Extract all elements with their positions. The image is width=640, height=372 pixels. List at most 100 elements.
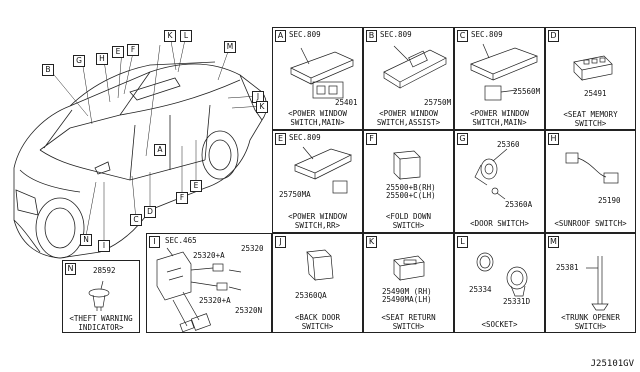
power-window-switch-main-drawing: [290, 47, 354, 99]
caption-line-2: SWITCH,ASSIST>: [376, 118, 441, 127]
section-ref: SEC.465: [165, 236, 197, 245]
cell-g: G 25360 25360A <DOOR SWITCH>: [454, 130, 545, 233]
part-number: 25491: [584, 89, 607, 98]
theft-warning-indicator-drawing: [88, 280, 110, 311]
caption-line-2: SWITCH>: [574, 119, 607, 128]
socket-drawing: [476, 252, 528, 297]
part-number: 28592: [93, 266, 116, 275]
cell-letter: D: [548, 30, 559, 42]
cell-a: A SEC.809 25401 <POWER WINDOW SWITCH,MAI…: [272, 27, 363, 130]
caption-line-2: SWITCH>: [301, 322, 334, 331]
part-number: 25381: [556, 263, 579, 272]
cell-b: B SEC.809 25750M <POWER WINDOW SWITCH,AS…: [363, 27, 454, 130]
cell-letter: M: [548, 236, 559, 248]
caption-line-1: <SUNROOF SWITCH>: [554, 219, 627, 228]
cell-letter: G: [457, 133, 468, 145]
part-number: 25190: [598, 196, 621, 205]
overview-callout-d: D: [144, 206, 156, 218]
overview-callout-m: M: [224, 41, 236, 53]
caption-line-1: <DOOR SWITCH>: [470, 219, 529, 228]
part-number: 25320: [241, 244, 264, 253]
cell-i: I SEC.465 25320 25320+A 25320+A 25320N: [146, 233, 272, 333]
cell-letter: N: [65, 263, 76, 275]
part-number: 25320+A: [193, 251, 225, 260]
section-ref: SEC.809: [471, 30, 503, 39]
overview-callout-l: L: [180, 30, 192, 42]
part-number: 25320+A: [199, 296, 231, 305]
cell-n: N 28592 <THEFT WARNING INDICATOR>: [62, 260, 140, 333]
caption-line-2: INDICATOR>: [78, 323, 124, 332]
caption-line-1: <TRUNK OPENER: [561, 313, 620, 322]
power-window-switch-main-c-drawing: [470, 43, 538, 101]
caption-line-1: <THEFT WARNING: [69, 314, 133, 323]
part-number-lh: 25500+C(LH): [386, 191, 436, 200]
cell-e: E SEC.809 25750MA <POWER WINDOW SWITCH,R…: [272, 130, 363, 233]
overview-callout-k-side: K: [256, 101, 268, 113]
part-number-rh: 25490M (RH): [382, 287, 432, 296]
overview-callout-i: I: [98, 240, 110, 252]
cell-letter: H: [548, 133, 559, 145]
car-illustration: [13, 34, 267, 259]
seat-memory-switch-drawing: [573, 55, 613, 81]
part-number: 25560M: [513, 87, 541, 96]
caption-line-1: <POWER WINDOW: [288, 212, 347, 221]
part-number: 25360: [497, 140, 520, 149]
sunroof-switch-drawing: [565, 152, 619, 184]
caption-line-2: SWITCH,MAIN>: [290, 118, 345, 127]
caption-line-1: <POWER WINDOW: [470, 109, 529, 118]
caption-line-2: SWITCH>: [574, 322, 607, 331]
overview-callout-g: G: [73, 55, 85, 67]
overview-callout-c: C: [130, 214, 142, 226]
cell-letter: F: [366, 133, 377, 145]
part-number: 25360QA: [295, 291, 327, 300]
cell-d: D 25491 <SEAT MEMORY SWITCH>: [545, 27, 636, 130]
section-ref: SEC.809: [380, 30, 412, 39]
part-number-lh: 25490MA(LH): [382, 295, 432, 304]
cell-letter: K: [366, 236, 377, 248]
caption-line-2: SWITCH,MAIN>: [472, 118, 527, 127]
overview-callout-h: H: [96, 53, 108, 65]
overview-callout-e: E: [112, 46, 124, 58]
overview-callout-e-low: E: [190, 180, 202, 192]
caption-line-2: SWITCH>: [392, 221, 425, 230]
cell-f: F 25500+B(RH) 25500+C(LH) <FOLD DOWN SWI…: [363, 130, 454, 233]
overview-callout-f-low: F: [176, 192, 188, 204]
part-number: 25401: [335, 98, 358, 107]
cell-k: K 25490M (RH) 25490MA(LH) <SEAT RETURN S…: [363, 233, 454, 333]
caption-line-1: <SEAT RETURN: [381, 313, 436, 322]
cell-letter: C: [457, 30, 468, 42]
section-ref: SEC.809: [289, 30, 321, 39]
trunk-opener-switch-drawing: [586, 256, 609, 311]
cell-j: J 25360QA <BACK DOOR SWITCH>: [272, 233, 363, 333]
cell-m: M 25381 <TRUNK OPENER SWITCH>: [545, 233, 636, 333]
cell-l: L 25334 25331D <SOCKET>: [454, 233, 545, 333]
power-window-switch-rr-drawing: [294, 146, 352, 194]
seat-return-switch-drawing: [393, 255, 425, 281]
brake-pedal-switch-drawing: [156, 247, 242, 333]
part-number-rh: 25500+B(RH): [386, 183, 436, 192]
part-number: 25320N: [235, 306, 263, 315]
caption-line-1: <POWER WINDOW: [379, 109, 438, 118]
caption-line-1: <SEAT MEMORY: [563, 110, 618, 119]
back-door-switch-drawing: [306, 249, 334, 281]
cell-letter: J: [275, 236, 286, 248]
part-number: 25331D: [503, 297, 531, 306]
overview-callout-b: B: [42, 64, 54, 76]
door-switch-drawing: [474, 148, 508, 200]
cell-letter: E: [275, 133, 286, 145]
caption-line-1: <BACK DOOR: [294, 313, 341, 322]
cell-letter: B: [366, 30, 377, 42]
caption-line-2: SWITCH,RR>: [294, 221, 341, 230]
cell-c: C SEC.809 25560M <POWER WINDOW SWITCH,MA…: [454, 27, 545, 130]
caption-line-2: SWITCH>: [392, 322, 425, 331]
cell-letter: A: [275, 30, 286, 42]
caption-line-1: <FOLD DOWN: [385, 212, 432, 221]
power-window-switch-assist-drawing: [383, 45, 447, 89]
overview-callout-f: F: [127, 44, 139, 56]
caption-line-1: <SOCKET>: [481, 320, 518, 329]
part-number: 25360A: [505, 200, 533, 209]
part-number: 25334: [469, 285, 492, 294]
part-number: 25750MA: [279, 190, 311, 199]
cell-letter: L: [457, 236, 468, 248]
fold-down-switch-drawing: [393, 150, 421, 180]
